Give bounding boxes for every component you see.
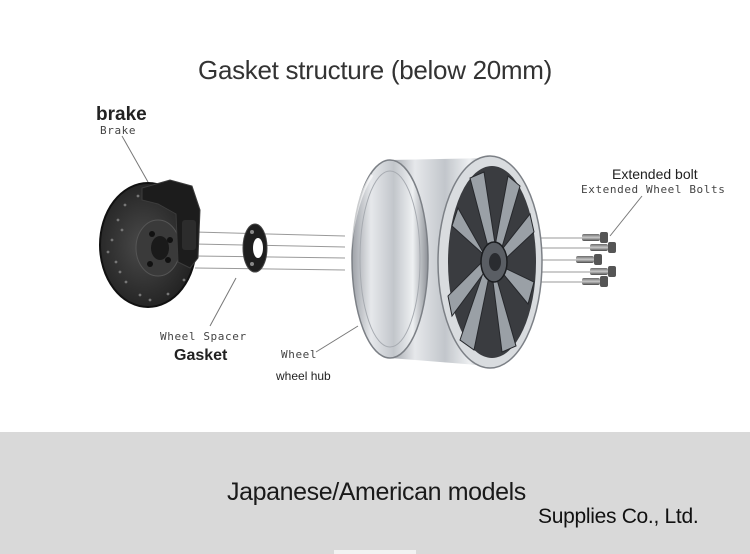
brake-caliper bbox=[141, 179, 201, 269]
extended-bolts bbox=[576, 232, 616, 287]
footer-tab-strip bbox=[334, 550, 416, 554]
wheel-spacer bbox=[242, 223, 268, 273]
label-wheel-hub: wheel hub bbox=[276, 369, 331, 383]
footer-company-text: Supplies Co., Ltd. bbox=[538, 505, 699, 528]
footer-models-text: Japanese/American models bbox=[227, 478, 526, 506]
label-wheel-en: Wheel bbox=[281, 348, 318, 361]
bolt bbox=[582, 276, 608, 287]
label-brake: brake bbox=[96, 104, 147, 125]
bolt bbox=[590, 242, 616, 253]
page-title: Gasket structure (below 20mm) bbox=[198, 55, 552, 85]
label-leader-lines bbox=[121, 135, 643, 353]
assembly-guide-lines bbox=[194, 231, 598, 283]
bolt bbox=[590, 266, 616, 277]
exploded-wheel-diagram bbox=[99, 135, 643, 369]
brake-rotor bbox=[99, 182, 197, 308]
bolt bbox=[576, 254, 602, 265]
bolt bbox=[582, 232, 608, 243]
label-extended-bolt: Extended bolt bbox=[612, 166, 698, 182]
footer-banner: Japanese/American models Supplies Co., L… bbox=[0, 432, 750, 554]
label-extended-bolt-en: Extended Wheel Bolts bbox=[581, 183, 726, 196]
label-gasket: Gasket bbox=[174, 347, 228, 364]
label-wheel-spacer-en: Wheel Spacer bbox=[160, 330, 247, 343]
label-brake-en: Brake bbox=[100, 124, 137, 137]
wheel-rim bbox=[348, 155, 543, 369]
